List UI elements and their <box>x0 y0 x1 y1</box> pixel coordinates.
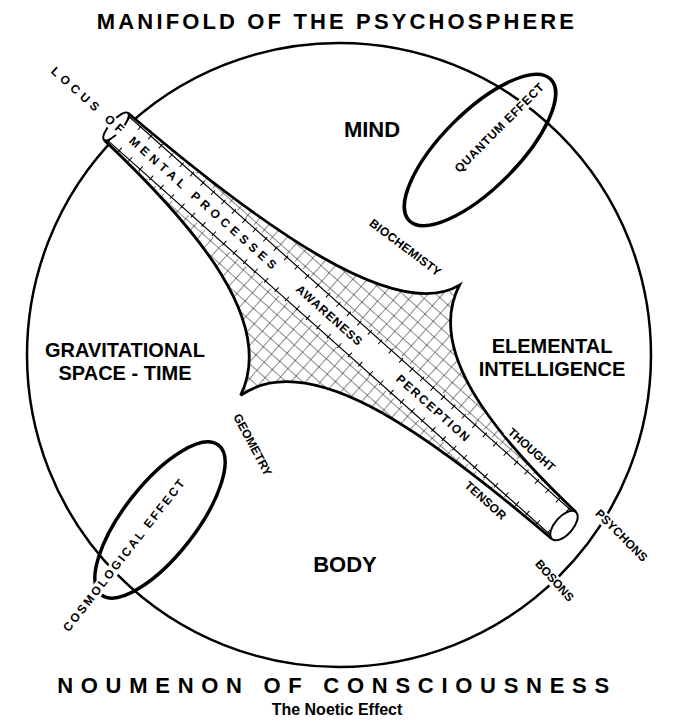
region-label: ELEMENTAL INTELLIGENCE <box>465 335 640 381</box>
caption: NOUMENON OF CONSCIOUSNESS <box>57 674 617 698</box>
region-label-holder: GRAVITATIONAL SPACE - TIME <box>30 339 220 385</box>
region-label-holder: MIND <box>344 118 400 142</box>
domain-label-holder: GEOMETRY <box>229 410 275 480</box>
caption-holder: NOUMENON OF CONSCIOUSNESS <box>57 674 617 698</box>
region-label: GRAVITATIONAL SPACE - TIME <box>30 339 220 385</box>
region-label: BODY <box>313 553 377 577</box>
psychosphere-circle <box>27 43 651 667</box>
region-label-holder: BODY <box>313 553 377 577</box>
domain-label: GEOMETRY <box>229 410 275 480</box>
effect-label-holder: QUANTUM EFFECT <box>451 79 549 177</box>
mesh-grid <box>38 44 638 613</box>
effect-label-holder: COSMOLOGICAL EFFECT <box>60 474 191 636</box>
particle-label-holder: PSYCHONS <box>591 506 652 567</box>
title-holder: MANIFOLD OF THE PSYCHOSPHERE <box>97 10 577 34</box>
manifold-surface <box>33 40 644 619</box>
subcaption: The Noetic Effect <box>272 701 403 719</box>
particle-label: PSYCHONS <box>591 506 652 567</box>
tube-edge <box>105 138 553 537</box>
region-label-holder: ELEMENTAL INTELLIGENCE <box>465 335 640 381</box>
effect-loop <box>382 52 577 247</box>
effect-label: QUANTUM EFFECT <box>451 79 549 177</box>
effect-label: COSMOLOGICAL EFFECT <box>60 474 191 636</box>
region-label: MIND <box>344 118 400 142</box>
tube-end <box>545 506 582 545</box>
subcaption-holder: The Noetic Effect <box>272 701 403 719</box>
tube-ticks <box>109 140 551 534</box>
title: MANIFOLD OF THE PSYCHOSPHERE <box>97 10 577 34</box>
